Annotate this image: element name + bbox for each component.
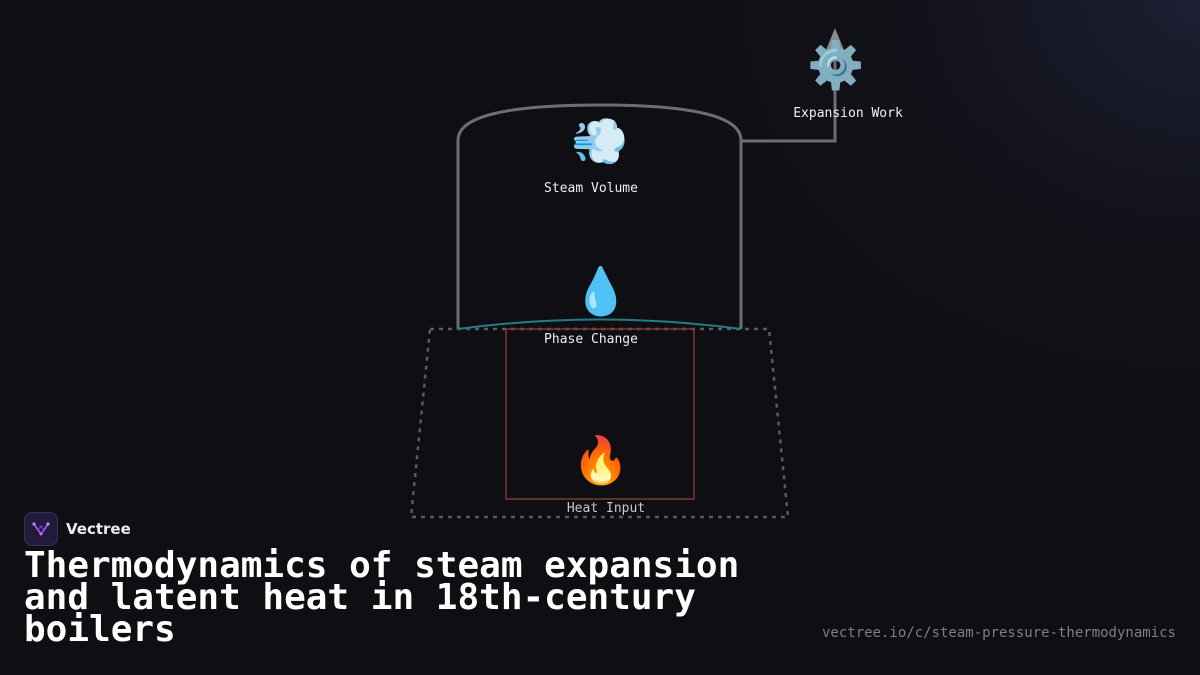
steam-volume-label: Steam Volume bbox=[544, 181, 638, 196]
steam-cloud-icon: 💨 bbox=[571, 114, 629, 168]
water-drop-icon: 💧 bbox=[572, 264, 630, 318]
source-url[interactable]: vectree.io/c/steam-pressure-thermodynami… bbox=[821, 625, 1176, 641]
brand[interactable]: Vectree bbox=[24, 512, 131, 546]
heat-input-label: Heat Input bbox=[566, 501, 646, 516]
gear-icon: ⚙️ bbox=[807, 38, 865, 92]
vectree-logo-icon bbox=[24, 512, 58, 546]
boiler-shell bbox=[456, 103, 743, 329]
steam-pipe bbox=[741, 50, 837, 143]
furnace-outline bbox=[409, 327, 790, 519]
fire-icon: 🔥 bbox=[572, 433, 630, 487]
page-title: Thermodynamics of steam expansion and la… bbox=[24, 545, 740, 650]
steam-pipe-arrowhead bbox=[826, 28, 844, 50]
firebox-outline bbox=[505, 328, 695, 500]
water-surface-line bbox=[457, 318, 742, 330]
expansion-work-label: Expansion Work bbox=[793, 106, 903, 121]
brand-name: Vectree bbox=[66, 520, 131, 538]
phase-change-label: Phase Change bbox=[544, 332, 638, 347]
